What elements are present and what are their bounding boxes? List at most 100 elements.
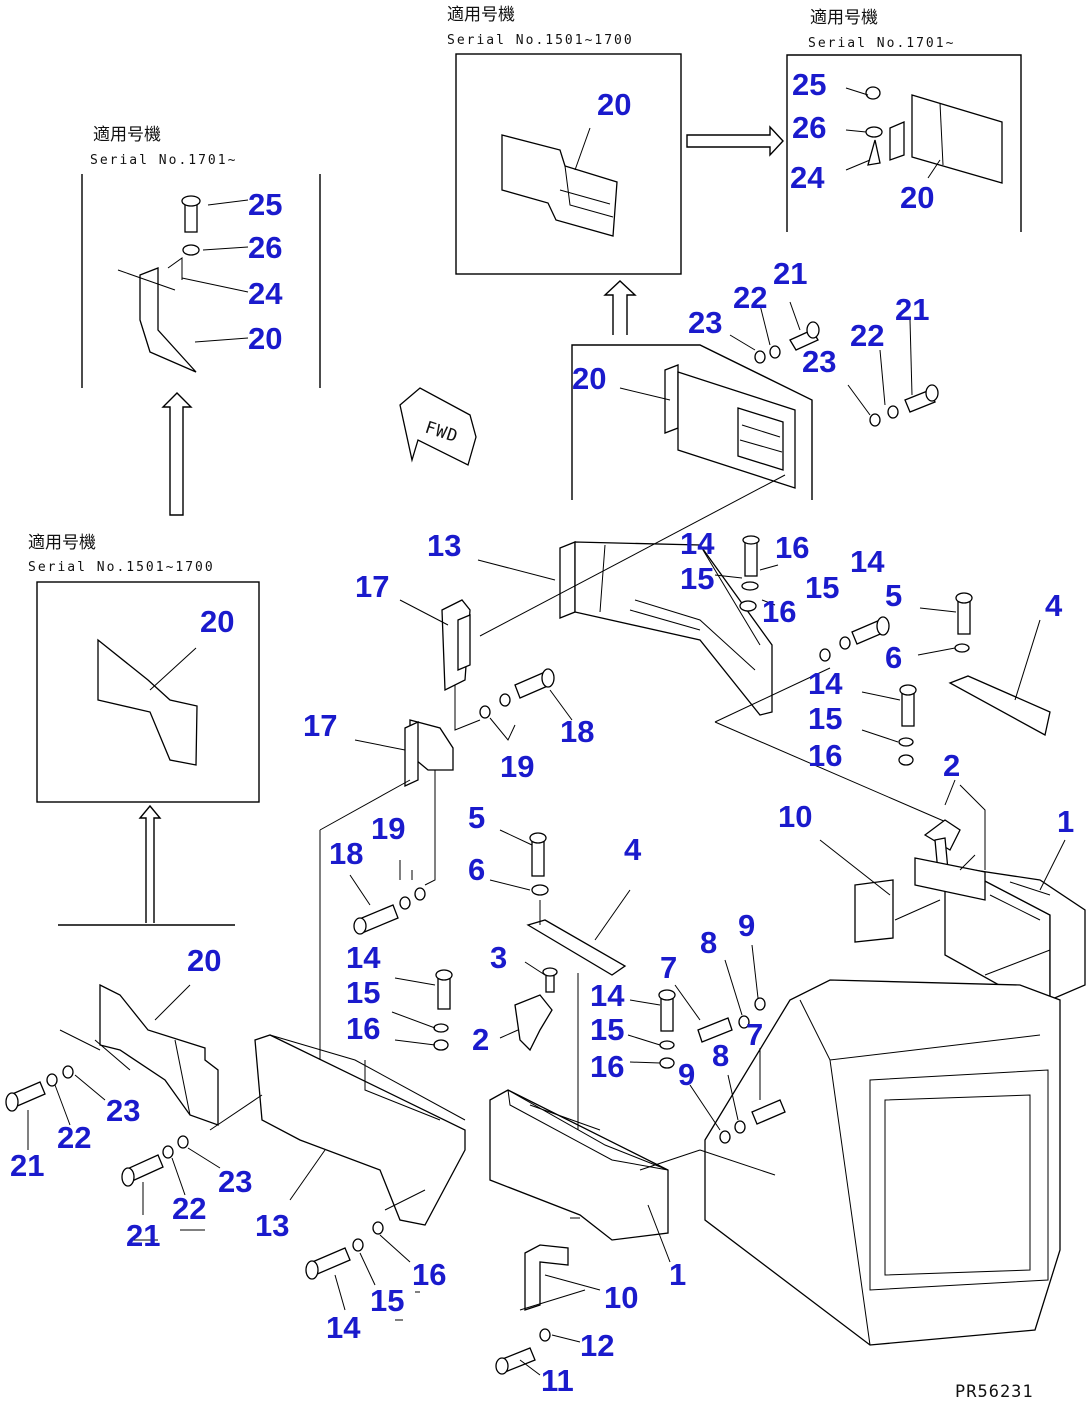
cabinet-lower-right (699, 979, 1061, 1346)
callout-10: 10 (604, 1280, 638, 1315)
callout-23: 23 (688, 305, 722, 340)
arrow-up-lower (58, 804, 235, 926)
callout-13: 13 (427, 528, 461, 563)
callout-20: 20 (900, 180, 934, 215)
callout-14: 14 (346, 940, 381, 975)
callout-6: 6 (468, 852, 485, 887)
callout-15: 15 (370, 1283, 404, 1318)
callout-14: 14 (326, 1310, 361, 1345)
callout-21: 21 (773, 256, 807, 291)
arrow-right (686, 125, 784, 157)
callout-23: 23 (802, 344, 836, 379)
callout-6: 6 (885, 640, 902, 675)
callout-1: 1 (1057, 804, 1074, 839)
callout-13: 13 (255, 1208, 289, 1243)
box-1-right (819, 779, 1086, 1006)
callout-5: 5 (468, 800, 485, 835)
callout-20: 20 (572, 361, 606, 396)
callout-14: 14 (680, 526, 715, 561)
callout-2: 2 (943, 748, 960, 783)
callout-19: 19 (500, 749, 534, 784)
inset-serial: Serial No.1701~ (808, 36, 955, 51)
callout-26: 26 (248, 230, 282, 265)
callout-22: 22 (57, 1120, 91, 1155)
callout-18: 18 (329, 836, 363, 871)
callout-22: 22 (172, 1191, 206, 1226)
callout-16: 16 (590, 1049, 624, 1084)
callout-2: 2 (472, 1022, 489, 1057)
inset-title: 適用号機 (28, 533, 96, 553)
bolts-bottom (305, 1189, 601, 1376)
callout-24: 24 (790, 160, 825, 195)
inset-title: 適用号機 (447, 5, 515, 25)
callout-15: 15 (805, 570, 839, 605)
callout-15: 15 (346, 975, 380, 1010)
callout-21: 21 (895, 292, 929, 327)
callout-14: 14 (590, 978, 625, 1013)
arrow-up-center (603, 280, 637, 335)
callout-16: 16 (412, 1257, 446, 1292)
callout-20: 20 (187, 943, 221, 978)
bracket-17-upper (399, 599, 573, 741)
bolt-set-middle (861, 684, 917, 766)
callout-16: 16 (775, 530, 809, 565)
callout-16: 16 (808, 738, 842, 773)
callout-1: 1 (669, 1257, 686, 1292)
callout-26: 26 (792, 110, 826, 145)
callout-9: 9 (738, 908, 755, 943)
plate-4-lower (489, 829, 631, 1130)
box-1-lower (489, 1089, 701, 1263)
inset-serial-1701-top-right: 適用号機 Serial No.1701~ (786, 8, 1022, 232)
inset-serial: Serial No.1501~1700 (28, 560, 215, 575)
frame-13-lower (209, 779, 466, 1226)
callout-8: 8 (700, 925, 717, 960)
callout-17: 17 (355, 569, 389, 604)
callout-14: 14 (850, 544, 885, 579)
plate-20-lower-left (5, 983, 221, 1241)
callout-23: 23 (106, 1093, 140, 1128)
callout-22: 22 (733, 280, 767, 315)
callout-20: 20 (597, 87, 631, 122)
callout-17: 17 (303, 708, 337, 743)
inset-title: 適用号機 (93, 125, 161, 145)
inset-frame (455, 53, 682, 275)
arrow-up (161, 392, 193, 516)
inset-frame (81, 174, 321, 388)
callout-16: 16 (346, 1011, 380, 1046)
inset-serial-1701-left: 適用号機 Serial No.1701~ (81, 125, 321, 516)
inset-serial-1501-1700-top: 適用号機 Serial No.1501~1700 (447, 5, 784, 275)
callout-20: 20 (200, 604, 234, 639)
drawing-code: PR56231 (955, 1382, 1034, 1402)
callout-11: 11 (541, 1363, 574, 1398)
inset-serial-1501-1700-left: 適用号機 Serial No.1501~1700 (28, 533, 260, 926)
callout-7: 7 (746, 1017, 763, 1052)
plate-4-right (917, 592, 1051, 736)
callouts: 20 25 26 24 20 25 26 24 20 20 21 22 23 2… (10, 67, 1074, 1398)
callout-4: 4 (1045, 588, 1063, 623)
latch-2-lower (499, 961, 558, 1052)
callout-15: 15 (590, 1012, 624, 1047)
callout-20: 20 (248, 321, 282, 356)
bracket-17-lower (349, 719, 454, 935)
callout-24: 24 (248, 276, 283, 311)
callout-21: 21 (10, 1148, 44, 1183)
callout-3: 3 (490, 940, 507, 975)
callout-18: 18 (560, 714, 594, 749)
bolt-set-7-8-9 (674, 944, 786, 1144)
bolt-set-center (627, 989, 676, 1069)
callout-9: 9 (678, 1057, 695, 1092)
cover-plate-20 (501, 134, 618, 237)
callout-15: 15 (680, 561, 714, 596)
callout-19: 19 (371, 811, 405, 846)
callout-7: 7 (660, 950, 677, 985)
callout-5: 5 (885, 578, 902, 613)
callout-22: 22 (850, 318, 884, 353)
callout-16: 16 (762, 594, 796, 629)
callout-15: 15 (808, 701, 842, 736)
fwd-arrow: FWD (399, 387, 477, 466)
callout-25: 25 (248, 187, 282, 222)
callout-25: 25 (792, 67, 826, 102)
inset-title: 適用号機 (810, 8, 878, 28)
